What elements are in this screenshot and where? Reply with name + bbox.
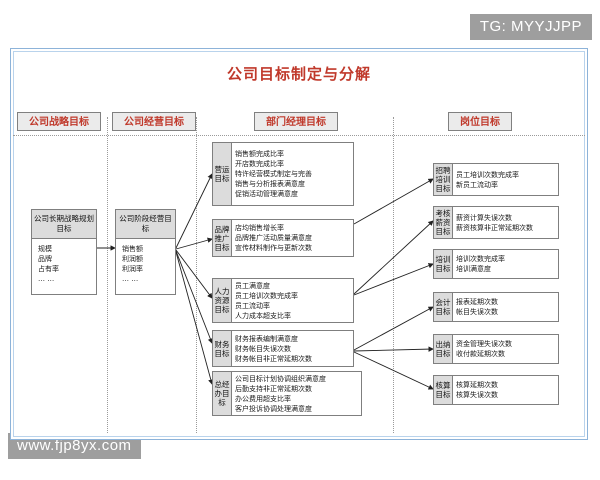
- column-header-business: 公司经营目标: [112, 112, 196, 131]
- group-recruiting-training-goal[interactable]: 招聘培训目标 员工培训次数完成率 新员工流动率: [433, 163, 559, 196]
- list-item: 后勤支持非正常延期次数: [235, 384, 312, 393]
- list-item: 销售与分析报表满意度: [235, 180, 305, 188]
- group-rows: 薪资计算失误次数 薪资核算非正常延期次数: [453, 207, 558, 238]
- group-cashier-goal[interactable]: 出纳目标 资金管理失误次数 收付款延期次数: [433, 334, 559, 364]
- slide-frame: 公司目标制定与分解 公司战略目标 公司经营目标 部门经理目标 岗位目标: [10, 48, 588, 440]
- header-divider: [13, 135, 585, 136]
- node-business-items: 销售额 利润额 利润率 … …: [116, 239, 175, 286]
- list-item: 开店数完成比率: [235, 160, 284, 168]
- group-label: 出纳目标: [434, 335, 453, 363]
- list-item: 利润率: [122, 265, 143, 273]
- list-item: 核算延期次数: [456, 381, 498, 389]
- list-item: … …: [122, 275, 139, 283]
- list-item: 资金管理失误次数: [456, 340, 512, 348]
- list-item: 培训满意度: [456, 265, 491, 273]
- node-business-goal[interactable]: 公司阶段经营目标 销售额 利润额 利润率 … …: [115, 209, 176, 295]
- list-item: 员工流动率: [235, 301, 270, 310]
- list-item: 员工培训次数完成率: [456, 170, 519, 179]
- group-label: 人力资源目标: [213, 279, 232, 322]
- list-item: 帐目失误次数: [456, 308, 498, 316]
- list-item: 规模: [38, 245, 52, 253]
- node-business-head: 公司阶段经营目标: [116, 210, 175, 239]
- group-rows: 财务报表编制满意度 财务帐目失误次数 财务帐目非正常延期次数: [232, 331, 353, 366]
- list-item: 品牌推广活动质量满意度: [235, 234, 312, 242]
- group-appraisal-salary-goal[interactable]: 考核薪资目标 薪资计算失误次数 薪资核算非正常延期次数: [433, 206, 559, 239]
- group-gm-office-goal[interactable]: 总经办目标 公司目标计划协调组织满意度 后勤支持非正常延期次数 办公费用超支比率…: [212, 371, 362, 416]
- group-finance-goal[interactable]: 财务目标 财务报表编制满意度 财务帐目失误次数 财务帐目非正常延期次数: [212, 330, 354, 367]
- page-title: 公司目标制定与分解: [226, 65, 371, 83]
- column-header-position: 岗位目标: [448, 112, 512, 131]
- column-header-strategy: 公司战略目标: [17, 112, 101, 131]
- group-rows: 销售额完成比率 开店数完成比率 特许经营模式制定与完善 销售与分析报表满意度 促…: [232, 143, 353, 205]
- list-item: 利润额: [122, 255, 143, 263]
- node-strategy-items: 规模 品牌 占有率 … …: [32, 239, 96, 286]
- group-operations-goal[interactable]: 营运目标 销售额完成比率 开店数完成比率 特许经营模式制定与完善 销售与分析报表…: [212, 142, 354, 206]
- list-item: 薪资计算失误次数: [456, 213, 512, 222]
- list-item: 员工满意度: [235, 281, 270, 290]
- list-item: 财务报表编制满意度: [235, 334, 298, 343]
- list-item: 店均销售增长率: [235, 224, 284, 232]
- column-divider-3: [393, 117, 394, 433]
- group-label: 核算目标: [434, 376, 453, 404]
- list-item: 员工培训次数完成率: [235, 291, 298, 300]
- list-item: 销售额完成比率: [235, 150, 284, 158]
- list-item: 办公费用超支比率: [235, 394, 291, 403]
- group-brand-goal[interactable]: 品牌推广目标 店均销售增长率 品牌推广活动质量满意度 宣传材料制作与更新次数: [212, 219, 354, 257]
- list-item: 报表延期次数: [456, 298, 498, 306]
- group-rows: 核算延期次数 核算失误次数: [453, 376, 558, 404]
- group-hr-goal[interactable]: 人力资源目标 员工满意度 员工培训次数完成率 员工流动率 人力成本超支比率: [212, 278, 354, 323]
- list-item: 核算失误次数: [456, 391, 498, 399]
- list-item: 人力成本超支比率: [235, 311, 291, 320]
- group-label: 营运目标: [213, 143, 232, 205]
- group-rows: 培训次数完成率 培训满意度: [453, 250, 558, 278]
- list-item: 新员工流动率: [456, 180, 498, 189]
- list-item: 品牌: [38, 255, 52, 263]
- group-training-goal[interactable]: 培训目标 培训次数完成率 培训满意度: [433, 249, 559, 279]
- group-rows: 资金管理失误次数 收付款延期次数: [453, 335, 558, 363]
- group-label: 考核薪资目标: [434, 207, 453, 238]
- list-item: … …: [38, 275, 55, 283]
- group-rows: 报表延期次数 帐目失误次数: [453, 293, 558, 321]
- column-divider-2: [196, 117, 197, 433]
- list-item: 财务帐目非正常延期次数: [235, 354, 312, 363]
- group-rows: 公司目标计划协调组织满意度 后勤支持非正常延期次数 办公费用超支比率 客户投诉协…: [232, 372, 361, 415]
- list-item: 客户投诉协调处理满意度: [235, 404, 312, 413]
- group-rows: 员工培训次数完成率 新员工流动率: [453, 164, 558, 195]
- group-rows: 店均销售增长率 品牌推广活动质量满意度 宣传材料制作与更新次数: [232, 220, 353, 256]
- list-item: 促销活动管理满意度: [235, 190, 298, 198]
- group-rows: 员工满意度 员工培训次数完成率 员工流动率 人力成本超支比率: [232, 279, 353, 322]
- list-item: 薪资核算非正常延期次数: [456, 223, 533, 232]
- group-label: 会计目标: [434, 293, 453, 321]
- group-label: 总经办目标: [213, 372, 232, 415]
- list-item: 特许经营模式制定与完善: [235, 170, 312, 178]
- list-item: 公司目标计划协调组织满意度: [235, 374, 326, 383]
- node-strategy-head: 公司长期战略规划目标: [32, 210, 96, 239]
- group-settlement-goal[interactable]: 核算目标 核算延期次数 核算失误次数: [433, 375, 559, 405]
- group-label: 财务目标: [213, 331, 232, 366]
- group-label: 品牌推广目标: [213, 220, 232, 256]
- group-label: 培训目标: [434, 250, 453, 278]
- watermark-top: TG: MYYJJPP: [469, 14, 592, 40]
- list-item: 收付款延期次数: [456, 350, 505, 358]
- column-header-department: 部门经理目标: [254, 112, 338, 131]
- list-item: 财务帐目失误次数: [235, 344, 291, 353]
- list-item: 宣传材料制作与更新次数: [235, 244, 312, 252]
- column-divider-1: [107, 117, 108, 433]
- node-strategy-goal[interactable]: 公司长期战略规划目标 规模 品牌 占有率 … …: [31, 209, 97, 295]
- list-item: 占有率: [38, 265, 59, 273]
- list-item: 培训次数完成率: [456, 255, 505, 263]
- group-label: 招聘培训目标: [434, 164, 453, 195]
- list-item: 销售额: [122, 245, 143, 253]
- group-accounting-goal[interactable]: 会计目标 报表延期次数 帐目失误次数: [433, 292, 559, 322]
